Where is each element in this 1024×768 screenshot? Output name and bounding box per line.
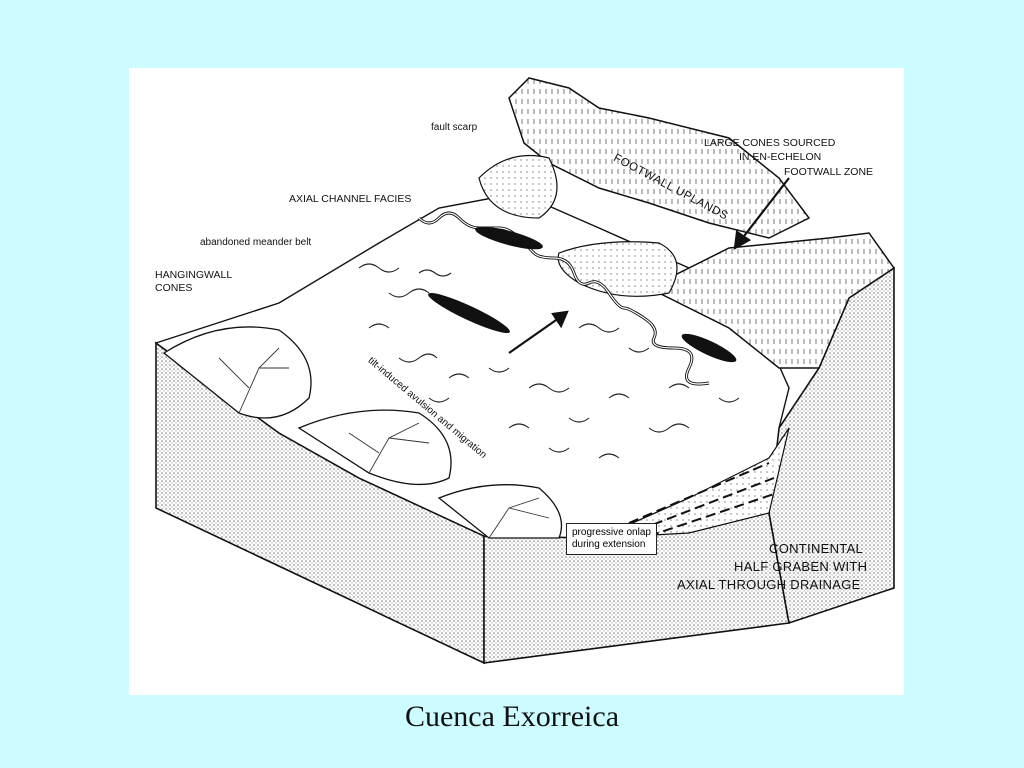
label-onlap-1: progressive onlap (572, 527, 651, 538)
abandoned-meanders (358, 263, 740, 459)
slide-caption: Cuenca Exorreica (404, 700, 620, 733)
label-axial-channel-facies: AXIAL CHANNEL FACIES (289, 193, 412, 205)
fault-scarp-fan (478, 154, 558, 219)
label-cones: CONES (155, 282, 193, 294)
label-continental-1: CONTINENTAL (769, 541, 864, 556)
label-hangingwall: HANGINGWALL (155, 269, 233, 281)
label-large-cones-1: LARGE CONES SOURCED (704, 137, 836, 149)
label-abandoned-meander-belt: abandoned meander belt (200, 237, 312, 248)
channel-body-2 (428, 292, 510, 334)
large-cones-arrow (733, 177, 790, 251)
label-onlap-2: during extension (572, 539, 646, 550)
label-continental-3: AXIAL THROUGH DRAINAGE (677, 577, 861, 592)
block-diagram-drawing (154, 77, 896, 665)
block-diagram: fault scarp AXIAL CHANNEL FACIES abandon… (129, 68, 904, 695)
hangingwall-cones (162, 326, 563, 539)
channel-body-3 (681, 333, 737, 363)
label-large-cones-2: IN EN-ECHELON (739, 151, 822, 163)
hangingwall-cone-channels (218, 347, 550, 539)
onlap-strata (628, 462, 778, 537)
label-fault-scarp: fault scarp (431, 122, 478, 133)
label-continental-2: HALF GRABEN WITH (734, 559, 868, 574)
axial-channel-inner (418, 212, 710, 385)
migration-arrow (508, 310, 569, 354)
onlap-label-box: progressive onlap during extension (566, 523, 657, 555)
footwall-ridge-right (647, 232, 896, 369)
footwall-uplands (508, 77, 811, 239)
label-large-cones-3: FOOTWALL ZONE (784, 166, 874, 178)
channel-body-1 (475, 226, 543, 250)
